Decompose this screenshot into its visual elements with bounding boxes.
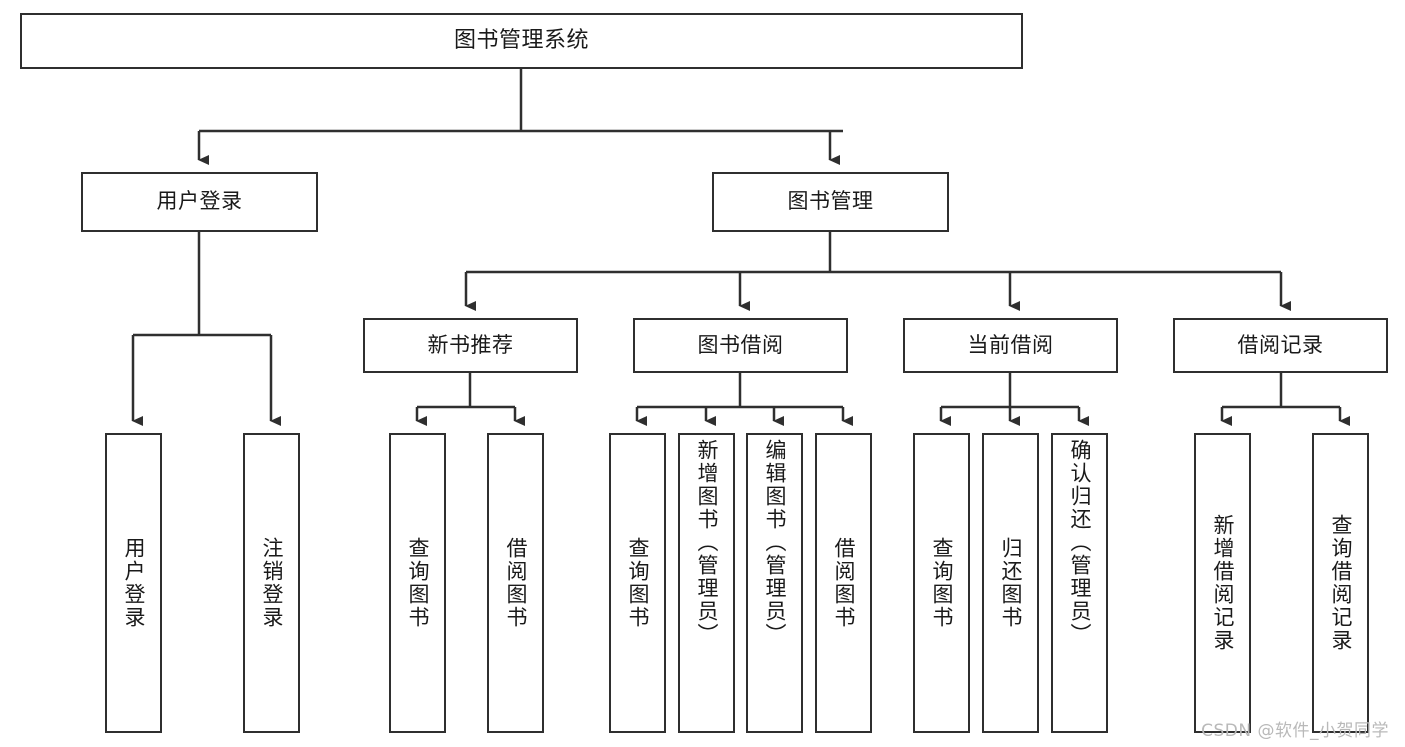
leaf-new-book-borrow[interactable]: 借阅图书 <box>487 433 544 733</box>
node-book-management-label: 图书管理 <box>787 189 874 214</box>
leaf-borrow-book-borrow[interactable]: 借阅图书 <box>815 433 872 733</box>
leaf-borrow-book-add-admin-label: 新增图书（管理员） <box>694 439 719 646</box>
leaf-current-borrow-confirm-admin-label: 确认归还（管理员） <box>1067 439 1092 646</box>
node-current-borrow[interactable]: 当前借阅 <box>903 318 1118 373</box>
node-book-borrow-label: 图书借阅 <box>697 332 784 357</box>
node-book-borrow[interactable]: 图书借阅 <box>633 318 848 373</box>
node-borrow-record[interactable]: 借阅记录 <box>1173 318 1388 373</box>
leaf-borrow-book-query[interactable]: 查询图书 <box>609 433 666 733</box>
node-new-book-recommend[interactable]: 新书推荐 <box>363 318 578 373</box>
leaf-current-borrow-query[interactable]: 查询图书 <box>913 433 970 733</box>
leaf-borrow-record-query-label: 查询借阅记录 <box>1328 514 1353 652</box>
node-root-system-label: 图书管理系统 <box>453 27 589 53</box>
node-book-management[interactable]: 图书管理 <box>712 172 949 232</box>
leaf-current-borrow-return-label: 归还图书 <box>998 537 1023 629</box>
leaf-new-book-query-label: 查询图书 <box>405 537 430 629</box>
leaf-borrow-book-query-label: 查询图书 <box>625 537 650 629</box>
leaf-borrow-book-edit-admin[interactable]: 编辑图书（管理员） <box>746 433 803 733</box>
node-borrow-record-label: 借阅记录 <box>1237 332 1324 357</box>
leaf-user-login-signin-label: 用户登录 <box>121 537 146 629</box>
leaf-current-borrow-confirm-admin[interactable]: 确认归还（管理员） <box>1051 433 1108 733</box>
node-user-login-label: 用户登录 <box>156 189 243 214</box>
leaf-new-book-borrow-label: 借阅图书 <box>503 537 528 629</box>
node-new-book-recommend-label: 新书推荐 <box>427 332 514 357</box>
leaf-new-book-query[interactable]: 查询图书 <box>389 433 446 733</box>
leaf-user-login-signout[interactable]: 注销登录 <box>243 433 300 733</box>
watermark-text: CSDN @软件_小贺同学 <box>1201 721 1389 741</box>
node-root-system[interactable]: 图书管理系统 <box>20 13 1023 69</box>
leaf-borrow-record-add-label: 新增借阅记录 <box>1210 514 1235 652</box>
node-user-login[interactable]: 用户登录 <box>81 172 318 232</box>
leaf-user-login-signout-label: 注销登录 <box>259 537 284 629</box>
leaf-user-login-signin[interactable]: 用户登录 <box>105 433 162 733</box>
leaf-current-borrow-return[interactable]: 归还图书 <box>982 433 1039 733</box>
leaf-borrow-record-add[interactable]: 新增借阅记录 <box>1194 433 1251 733</box>
leaf-borrow-book-edit-admin-label: 编辑图书（管理员） <box>762 439 787 646</box>
leaf-borrow-book-add-admin[interactable]: 新增图书（管理员） <box>678 433 735 733</box>
leaf-borrow-book-borrow-label: 借阅图书 <box>831 537 856 629</box>
leaf-borrow-record-query[interactable]: 查询借阅记录 <box>1312 433 1369 733</box>
leaf-current-borrow-query-label: 查询图书 <box>929 537 954 629</box>
node-current-borrow-label: 当前借阅 <box>967 332 1054 357</box>
